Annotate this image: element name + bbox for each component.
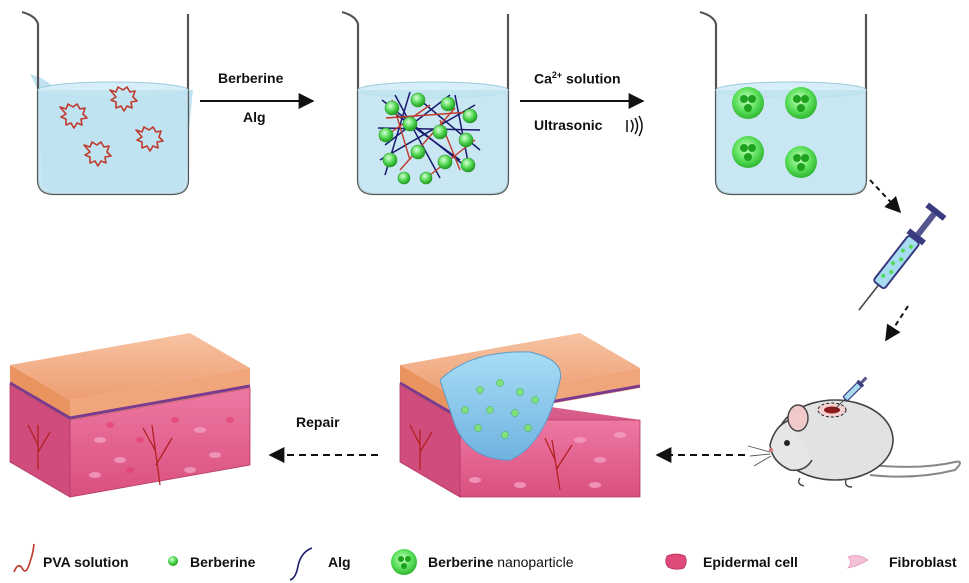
legend-berberine-icon xyxy=(168,556,178,566)
step1-label-bottom: Alg xyxy=(243,109,266,125)
legend-alg-label: Alg xyxy=(328,554,351,570)
legend-epidermal-icon xyxy=(665,553,687,570)
ultrasonic-icon xyxy=(626,115,643,137)
legend-pva-label: PVA solution xyxy=(43,554,129,570)
repair-label: Repair xyxy=(296,414,340,430)
legend-nanoparticle-label: Berberine nanoparticle xyxy=(428,554,574,570)
syringe-icon xyxy=(858,202,947,311)
arrow-to-mouse xyxy=(885,305,909,342)
legend-fibroblast-label: Fibroblast xyxy=(889,554,957,570)
skin-block-healed xyxy=(9,333,251,498)
beaker-nanoparticles xyxy=(699,10,868,196)
step2-label-top: Ca2+ solution xyxy=(534,70,621,87)
beaker-mixture xyxy=(341,10,510,196)
legend-epidermal-label: Epidermal cell xyxy=(703,554,798,570)
step1-label-top: Berberine xyxy=(218,70,284,86)
legend-alg-icon xyxy=(289,547,313,581)
mouse-illustration xyxy=(747,376,961,488)
legend-berberine-label: Berberine xyxy=(190,554,256,570)
legend-fibroblast-icon xyxy=(846,555,869,569)
legend-nanoparticle-icon xyxy=(391,549,417,575)
arrow-to-syringe xyxy=(869,179,902,214)
step2-label-bottom: Ultrasonic xyxy=(534,117,603,133)
legend-pva-icon xyxy=(13,543,35,573)
skin-block-treated xyxy=(399,333,641,498)
beaker-pva xyxy=(21,10,193,196)
